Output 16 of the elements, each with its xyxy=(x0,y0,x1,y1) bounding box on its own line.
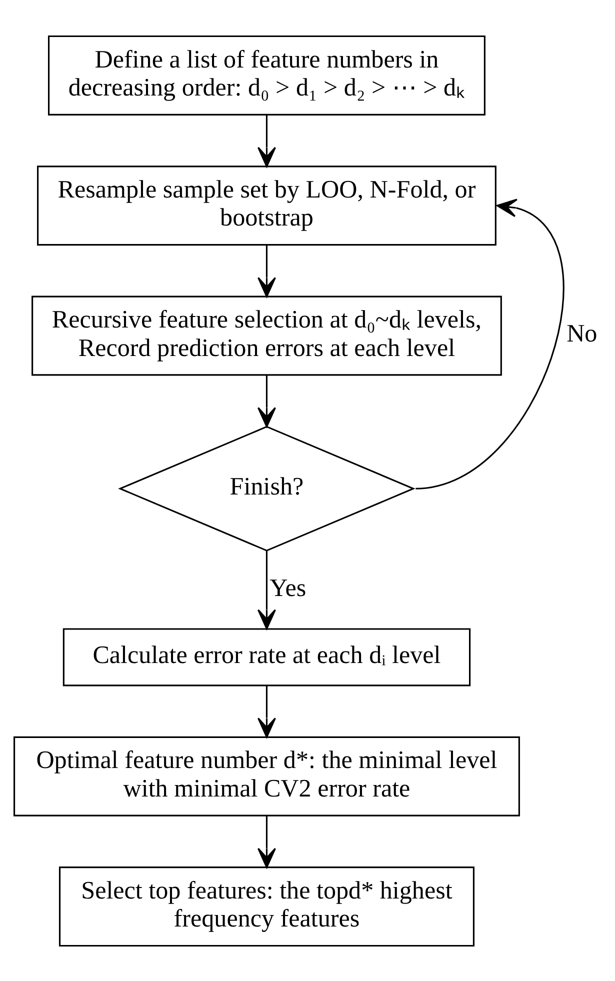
edge-label: No xyxy=(566,320,598,348)
arrow xyxy=(257,244,276,297)
node-diamond: Finish? xyxy=(118,425,416,551)
node-box: Optimal feature number d*: the minimal level with minimal CV2 error rate xyxy=(14,736,520,816)
arrow xyxy=(257,114,276,167)
node-box: Recursive feature selection at d₀~dₖ levels, Record prediction errors at each level xyxy=(32,295,502,376)
arrow xyxy=(416,198,564,489)
arrow xyxy=(257,550,276,629)
node-box: Define a list of feature numbers in decreasing order: d₀ > d₁ > d₂ > ⋯ > dₖ xyxy=(48,34,486,115)
node-box: Calculate error rate at each dᵢ level xyxy=(62,628,471,686)
arrow xyxy=(257,685,276,738)
edge-label: Yes xyxy=(270,574,306,602)
node-box: Select top features: the topd* highest frequency features xyxy=(58,866,474,946)
arrow xyxy=(257,374,276,427)
node-box: Resample sample set by LOO, N-Fold, or bootstrap xyxy=(37,165,496,246)
arrow xyxy=(257,816,276,868)
